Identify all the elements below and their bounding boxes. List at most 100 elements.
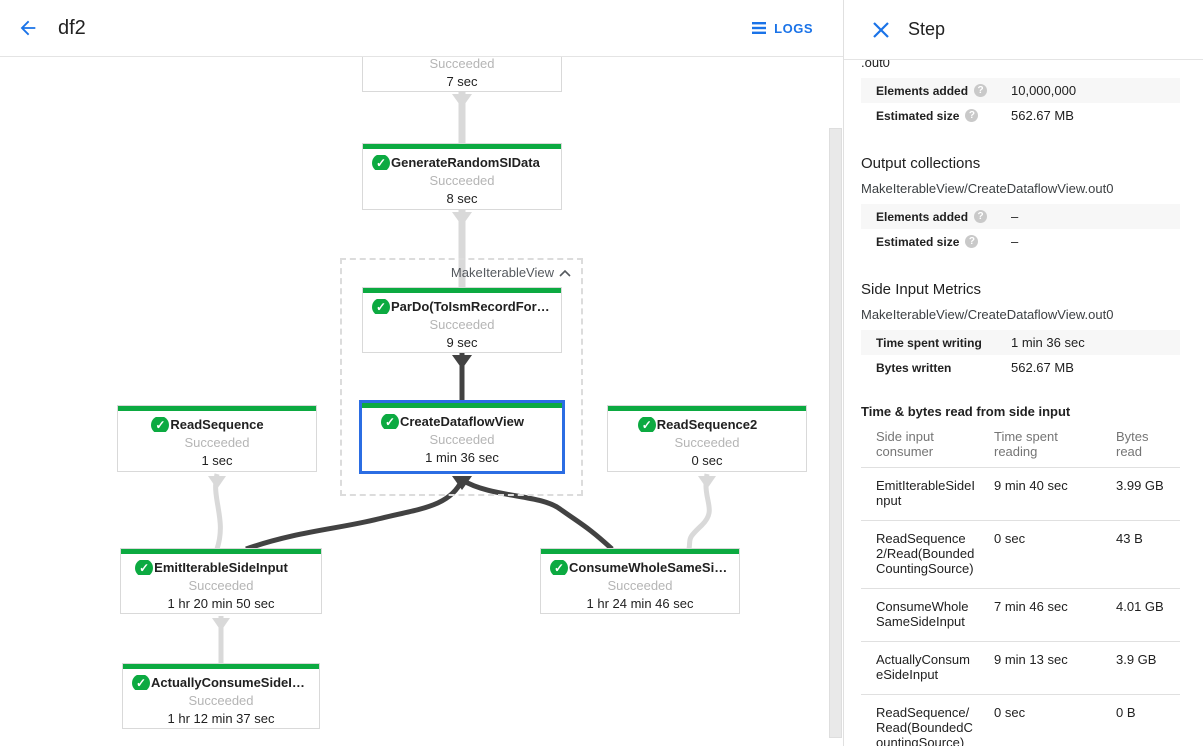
node-title: ConsumeWholeSameSi… — [569, 560, 728, 575]
cell-time-reading: 0 sec — [979, 520, 1101, 589]
graph-edges — [208, 92, 716, 664]
output-collection-name: MakeIterableView/CreateDataflowView.out0 — [861, 181, 1114, 196]
help-icon[interactable]: ? — [974, 210, 988, 223]
success-check-icon: ✓ — [151, 417, 170, 432]
metric-value: – — [1011, 209, 1019, 224]
help-icon[interactable]: ? — [965, 235, 979, 248]
node-status-bar — [362, 403, 562, 408]
node-title: EmitIterableSideInput — [154, 560, 288, 575]
success-check-icon: ✓ — [550, 560, 568, 575]
metric-row: Time spent writing 1 min 36 sec — [861, 330, 1180, 355]
node-expand-chevron-icon[interactable] — [786, 427, 798, 432]
node-status: Succeeded — [188, 578, 254, 593]
chevron-up-icon — [559, 269, 571, 277]
node-time: 8 sec — [446, 191, 478, 206]
close-icon[interactable] — [872, 21, 890, 39]
input-collection-metrics: Elements added? 10,000,000 Estimated siz… — [861, 78, 1180, 128]
cell-time-reading: 7 min 46 sec — [979, 588, 1101, 642]
step-panel-body: .out0 Elements added? 10,000,000 Estimat… — [844, 60, 1203, 746]
job-graph-canvas[interactable]: MakeIterableView Succeeded 7 sec ✓Genera… — [0, 57, 843, 746]
node-title: ParDo(ToIsmRecordFor… — [391, 299, 550, 314]
node-title: ReadSequence — [170, 417, 264, 432]
node-status-bar — [541, 549, 739, 554]
output-collections-heading: Output collections — [861, 155, 981, 172]
cell-bytes-read: 0 B — [1101, 694, 1180, 746]
graph-node-readsequence[interactable]: ✓ReadSequence Succeeded 1 sec — [117, 405, 317, 472]
success-check-icon: ✓ — [132, 675, 150, 690]
clipped-collection-name: .out0 — [861, 60, 890, 70]
cell-time-reading: 0 sec — [979, 694, 1101, 746]
metric-label: Estimated size — [876, 234, 960, 249]
side-input-metrics-heading: Side Input Metrics — [861, 281, 982, 298]
cell-consumer: ActuallyConsumeSideInput — [861, 641, 979, 695]
graph-node-pardo-toismrecord[interactable]: ✓ParDo(ToIsmRecordFor… Succeeded 9 sec — [362, 287, 562, 353]
metric-label: Estimated size — [876, 108, 960, 123]
node-time: 1 min 36 sec — [425, 450, 499, 465]
graph-node-readsequence2[interactable]: ✓ReadSequence2 Succeeded 0 sec — [607, 405, 807, 472]
node-status-bar — [123, 664, 319, 669]
metric-label: Elements added — [876, 83, 969, 98]
node-time: 1 hr 20 min 50 sec — [167, 596, 275, 611]
column-header: Side input consumer — [861, 423, 979, 468]
cell-time-reading: 9 min 13 sec — [979, 641, 1101, 695]
cell-time-reading: 9 min 40 sec — [979, 467, 1101, 521]
group-label: MakeIterableView — [450, 265, 554, 280]
cell-bytes-read: 3.9 GB — [1101, 641, 1180, 695]
side-input-table-heading: Time & bytes read from side input — [861, 404, 1071, 419]
graph-node-consumewholesamesideinput[interactable]: ✓ConsumeWholeSameSi… Succeeded 1 hr 24 m… — [540, 548, 740, 614]
metric-row: Estimated size? 562.67 MB — [861, 103, 1180, 128]
node-status: Succeeded — [429, 317, 495, 332]
metric-row: Estimated size? – — [861, 229, 1180, 254]
back-arrow-icon[interactable] — [16, 16, 40, 40]
cell-consumer: ReadSequence2/Read(BoundedCountingSource… — [861, 520, 979, 589]
top-bar: df2 LOGS — [0, 0, 843, 57]
group-collapse-toggle[interactable]: MakeIterableView — [451, 265, 571, 280]
node-time: 1 sec — [201, 453, 233, 468]
node-status: Succeeded — [188, 693, 254, 708]
node-title: ReadSequence2 — [656, 417, 758, 432]
metric-row: Elements added? 10,000,000 — [861, 78, 1180, 103]
cell-consumer: ConsumeWholeSameSideInput — [861, 588, 979, 642]
metric-label: Time spent writing — [876, 335, 982, 350]
graph-node-actuallyconsumesideinput[interactable]: ✓ActuallyConsumeSideI… Succeeded 1 hr 12… — [122, 663, 320, 729]
metric-value: 562.67 MB — [1011, 108, 1074, 123]
metric-row: Elements added? – — [861, 204, 1180, 229]
table-header-row: Side input consumer Time spent reading B… — [861, 423, 1180, 468]
node-title: ActuallyConsumeSideI… — [151, 675, 305, 690]
success-check-icon: ✓ — [372, 299, 390, 314]
metric-value: 10,000,000 — [1011, 83, 1077, 98]
node-title: CreateDataflowView — [399, 414, 525, 429]
output-collection-metrics: Elements added? – Estimated size? – — [861, 204, 1180, 254]
node-time: 0 sec — [691, 453, 723, 468]
node-status: Succeeded — [184, 435, 250, 450]
metric-row: Bytes written 562.67 MB — [861, 355, 1180, 380]
node-expand-chevron-icon[interactable] — [296, 427, 308, 432]
node-status: Succeeded — [429, 432, 495, 447]
job-title: df2 — [58, 16, 86, 39]
help-icon[interactable]: ? — [965, 109, 979, 122]
node-status: Succeeded — [429, 173, 495, 188]
node-status-bar — [608, 406, 806, 411]
node-time: 1 hr 12 min 37 sec — [167, 711, 275, 726]
cell-consumer: ReadSequence/Read(BoundedCountingSource) — [861, 694, 979, 746]
node-status-bar — [121, 549, 321, 554]
side-input-collection-name: MakeIterableView/CreateDataflowView.out0 — [861, 307, 1114, 322]
graph-node-generaterandomsidata[interactable]: ✓GenerateRandomSIData Succeeded 8 sec — [362, 143, 562, 210]
node-status: Succeeded — [429, 57, 495, 71]
graph-node-emititerablesideinput[interactable]: ✓EmitIterableSideInput Succeeded 1 hr 20… — [120, 548, 322, 614]
metric-value: – — [1011, 234, 1019, 249]
graph-node-clipped-top[interactable]: Succeeded 7 sec — [362, 57, 562, 92]
node-time: 9 sec — [446, 335, 478, 350]
column-header: Bytes read — [1101, 423, 1180, 468]
success-check-icon: ✓ — [372, 155, 390, 170]
node-status-bar — [363, 144, 561, 149]
logs-button[interactable]: LOGS — [752, 21, 813, 36]
graph-node-createdataflowview-selected[interactable]: ✓CreateDataflowView Succeeded 1 min 36 s… — [359, 400, 565, 474]
canvas-vertical-scrollbar[interactable] — [829, 128, 842, 738]
composite-group-makeiterableview: MakeIterableView — [340, 258, 583, 496]
table-row: ActuallyConsumeSideInput 9 min 13 sec 3.… — [861, 641, 1180, 695]
node-status-bar — [118, 406, 316, 411]
logs-list-icon — [752, 22, 767, 34]
cell-bytes-read: 4.01 GB — [1101, 588, 1180, 642]
help-icon[interactable]: ? — [974, 84, 988, 97]
